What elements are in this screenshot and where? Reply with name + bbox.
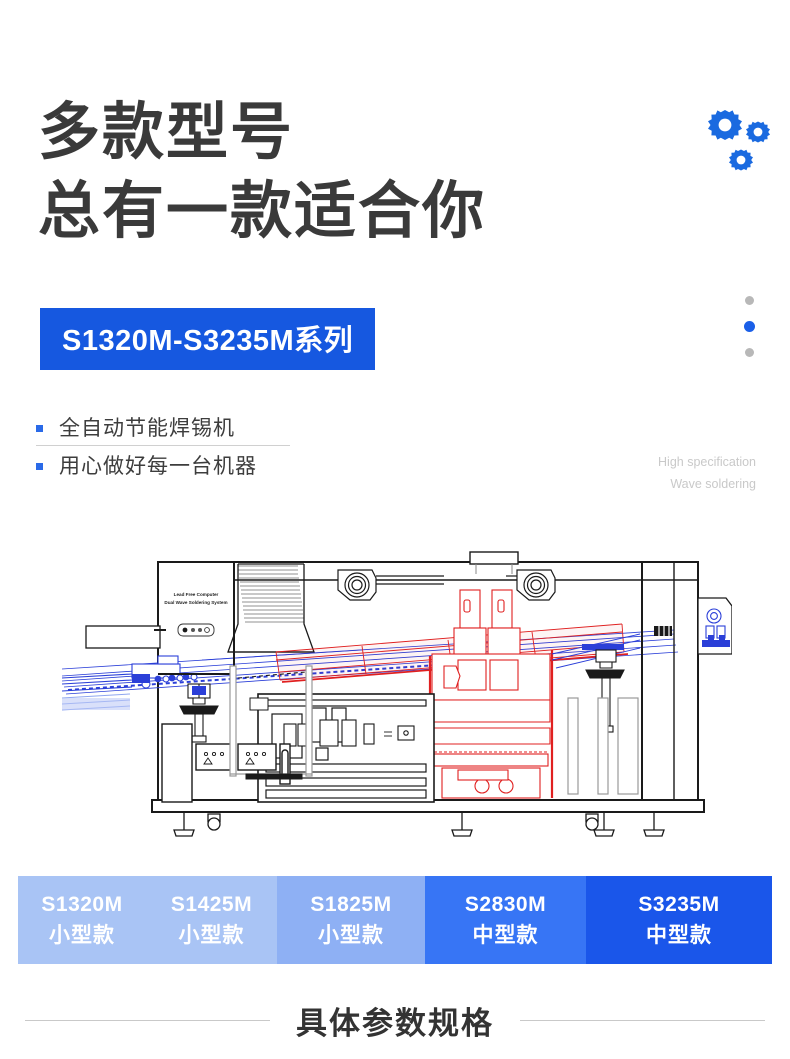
carousel-dots[interactable] xyxy=(744,296,755,373)
model-tab-size: 小型款 xyxy=(318,923,384,947)
page-title: 多款型号 总有一款适合你 xyxy=(38,98,486,247)
spec-caption-line-1: High specification xyxy=(658,455,756,469)
series-badge: S1320M-S3235M系列 xyxy=(40,308,376,370)
feature-label: 全自动节能焊锡机 xyxy=(59,417,235,440)
feature-list: 全自动节能焊锡机 用心做好每一台机器 xyxy=(36,408,336,484)
section-heading: 具体参数规格 xyxy=(0,998,790,1043)
spec-caption-line-2: Wave soldering xyxy=(670,476,756,491)
model-tab-size: 小型款 xyxy=(178,923,245,947)
carousel-dot-2-active[interactable] xyxy=(744,321,755,332)
heading-rule-left xyxy=(25,1020,270,1021)
section-heading-title: 具体参数规格 xyxy=(296,1006,494,1041)
model-tab-size: 小型款 xyxy=(49,923,115,947)
model-tab-s1320m[interactable]: S1320M 小型款 xyxy=(18,876,146,964)
feature-item-2: 用心做好每一台机器 xyxy=(36,446,336,484)
gears-icon xyxy=(705,103,777,175)
bullet-square-icon xyxy=(36,462,43,470)
model-tab-size: 中型款 xyxy=(472,923,539,947)
carousel-dot-3[interactable] xyxy=(745,348,754,357)
feature-divider xyxy=(36,445,290,446)
feature-label: 用心做好每一台机器 xyxy=(59,455,257,478)
model-tab-size: 中型款 xyxy=(646,923,712,947)
carousel-dot-1[interactable] xyxy=(745,296,754,305)
headline-line-2: 总有一款适合你 xyxy=(38,177,487,247)
headline-line-1: 多款型号 xyxy=(38,98,295,167)
model-tabs[interactable]: S1320M 小型款 S1425M 小型款 S1825M 小型款 S2830M … xyxy=(18,876,772,964)
model-tab-s2830m[interactable]: S2830M 中型款 xyxy=(425,876,586,964)
panel-label-line-2: Dual Wave Soldering System xyxy=(164,600,227,605)
heading-rule-right xyxy=(520,1020,765,1021)
model-tab-code: S1425M xyxy=(170,893,253,917)
spec-caption: High specification Wave soldering xyxy=(658,452,756,496)
model-tab-code: S2830M xyxy=(464,893,547,917)
bullet-square-icon xyxy=(36,424,43,432)
model-tab-code: S1825M xyxy=(310,893,392,917)
wave-soldering-machine-blueprint: Lead Free Computer Dual Wave Soldering S… xyxy=(62,548,732,848)
model-tab-s1425m[interactable]: S1425M 小型款 xyxy=(146,876,277,964)
panel-label-line-1: Lead Free Computer xyxy=(174,592,219,597)
feature-item-1: 全自动节能焊锡机 xyxy=(36,408,336,446)
model-tab-code: S1320M xyxy=(41,893,123,917)
model-tab-s3235m[interactable]: S3235M 中型款 xyxy=(586,876,772,964)
model-tab-s1825m[interactable]: S1825M 小型款 xyxy=(277,876,425,964)
model-tab-code: S3235M xyxy=(638,893,720,917)
